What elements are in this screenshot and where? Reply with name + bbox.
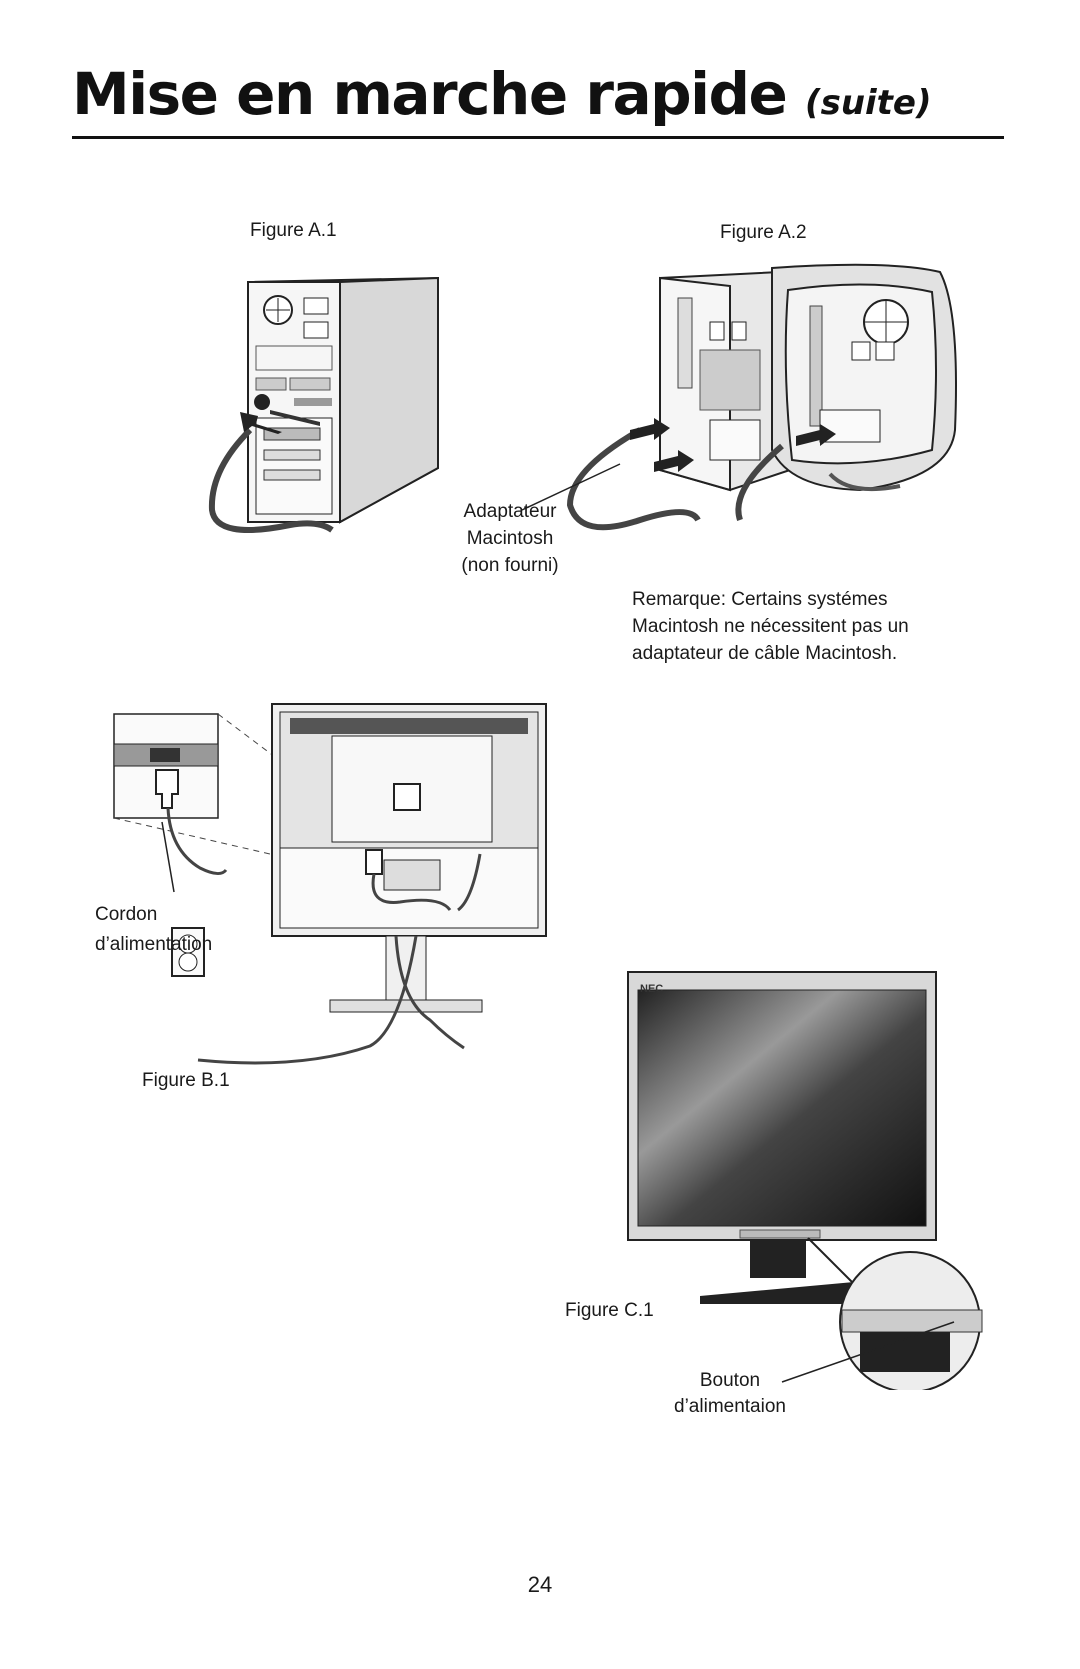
figure-a1-caption: Figure A.1: [250, 220, 337, 241]
note-line1: Remarque: Certains systémes: [632, 589, 888, 610]
mac-adapter-note: Remarque: Certains systémes Macintosh ne…: [632, 586, 909, 667]
title-rule: [72, 136, 1004, 139]
mac-tower-back-illustration: [566, 263, 957, 531]
figure-a2-caption: Figure A.2: [720, 222, 807, 243]
figure-c1-caption: Figure C.1: [565, 1300, 654, 1321]
adapter-leader-line: [521, 463, 621, 511]
power-cord-label-line2: d’alimentation: [95, 934, 213, 955]
power-button-label: Bouton d’alimentaion: [640, 1368, 820, 1420]
pc-tower-back-illustration: [208, 276, 439, 533]
power-cord-leader-line: [161, 821, 175, 893]
page-title: Mise en marche rapide (suite): [72, 60, 932, 128]
note-line3: adaptateur de câble Macintosh.: [632, 643, 898, 664]
page-title-suffix: (suite): [805, 83, 932, 123]
monitor-front-illustration: [627, 971, 983, 1390]
monitor-brand: NEC: [640, 983, 664, 995]
page-number: 24: [527, 1572, 553, 1597]
adapter-label-line3: (non fourni): [461, 555, 559, 576]
power-button-label-line2: d’alimentaion: [674, 1396, 786, 1417]
power-cord-label-line1: Cordon: [95, 904, 158, 925]
power-button-label-line1: Bouton: [699, 1370, 761, 1391]
note-line2: Macintosh ne nécessitent pas un: [632, 616, 909, 637]
monitor-back-illustration: [113, 703, 547, 1065]
page-title-main: Mise en marche rapide: [72, 60, 788, 128]
figure-b1-caption: Figure B.1: [142, 1070, 230, 1091]
adapter-label-line1: Adaptateur: [463, 501, 557, 522]
adapter-label: Adaptateur Macintosh (non fourni): [430, 498, 590, 579]
power-cord-label: Cordon d’alimentation: [95, 900, 212, 960]
adapter-label-line2: Macintosh: [466, 528, 554, 549]
